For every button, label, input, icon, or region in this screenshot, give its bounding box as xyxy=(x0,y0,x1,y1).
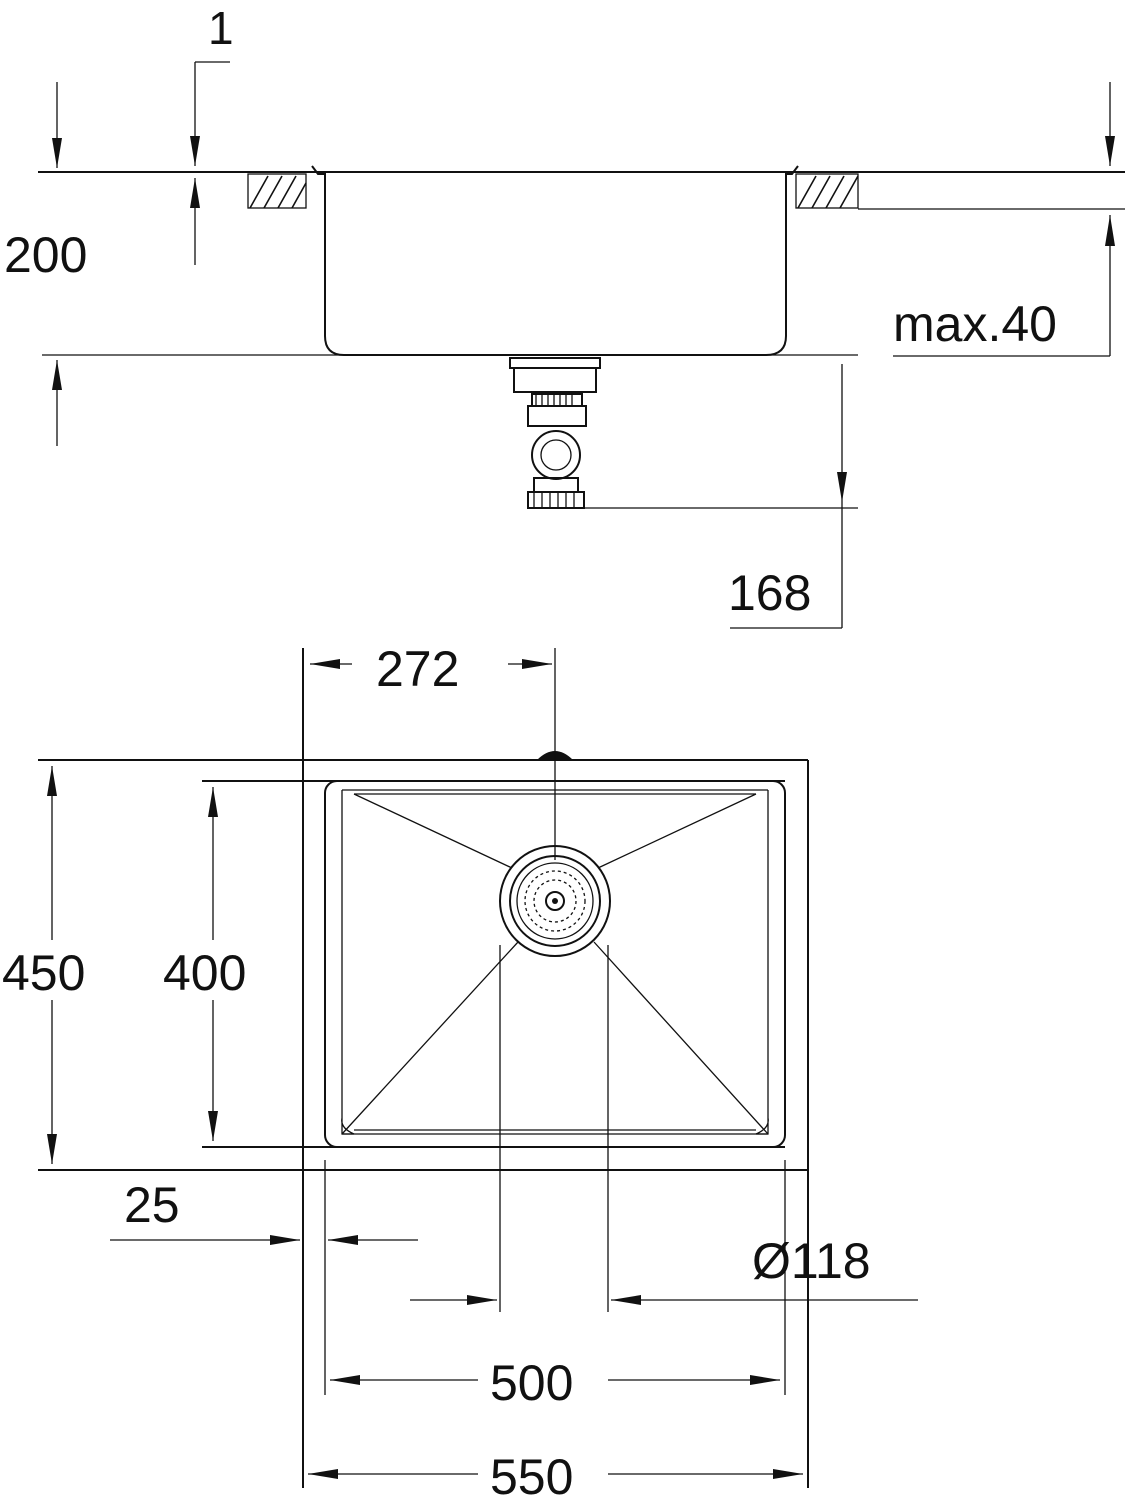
drain-offset-label: 272 xyxy=(376,641,459,697)
dimension-max-counter: max.40 xyxy=(893,82,1115,357)
dimension-outer-depth: 450 xyxy=(2,766,85,1164)
dimension-rim: 25 xyxy=(110,1160,418,1395)
outer-width-label: 550 xyxy=(490,1449,573,1500)
part-number-label: 1 xyxy=(208,2,234,54)
drain-diameter-label: Ø118 xyxy=(752,1233,871,1289)
drain-depth-label: 168 xyxy=(728,565,811,621)
counter-hatch-right xyxy=(795,173,859,209)
inner-depth-label: 400 xyxy=(163,945,246,1001)
dimension-outer-width: 550 xyxy=(308,1449,803,1500)
dimension-inner-width: 500 xyxy=(330,1160,786,1411)
rim-label: 25 xyxy=(124,1177,180,1233)
height-dimension-label: 200 xyxy=(4,227,87,283)
dimension-height: 200 xyxy=(4,82,87,446)
side-view: 1 200 max.40 168 xyxy=(4,2,1125,629)
inner-bowl xyxy=(202,780,786,1148)
dimension-part-1: 1 xyxy=(190,2,234,265)
inner-width-label: 500 xyxy=(490,1355,573,1411)
sink-bowl-profile xyxy=(311,165,799,356)
drain-strainer xyxy=(499,845,611,957)
outer-depth-label: 450 xyxy=(2,945,85,1001)
dimension-inner-depth: 400 xyxy=(163,787,246,1141)
counter-hatch-left xyxy=(247,173,307,209)
dimension-drain-depth: 168 xyxy=(728,364,847,629)
max-counter-label: max.40 xyxy=(893,296,1057,352)
top-view: 272 450 400 25 xyxy=(2,641,918,1500)
dimension-drain-diameter: Ø118 xyxy=(410,945,918,1312)
waste-fitting xyxy=(509,357,858,509)
dimension-drain-offset: 272 xyxy=(310,641,552,697)
